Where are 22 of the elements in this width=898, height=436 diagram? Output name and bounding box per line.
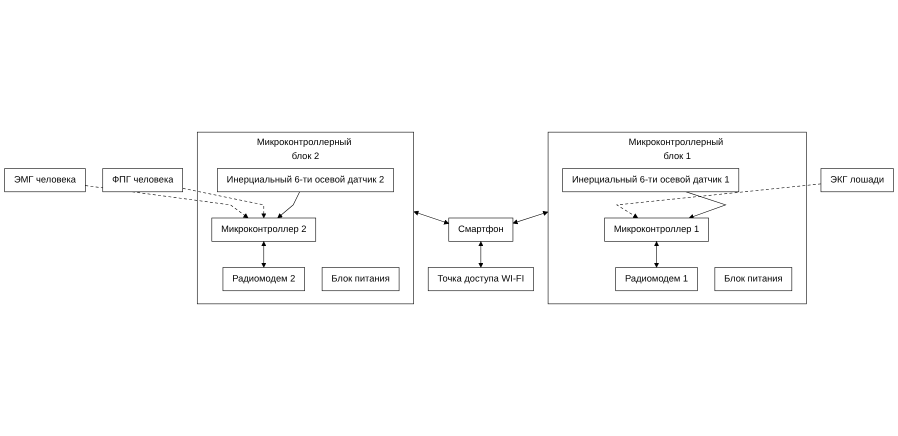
node-box: Смартфон: [448, 218, 514, 242]
arrow: [654, 241, 660, 268]
node-box: Микроконтроллер 1: [604, 218, 709, 242]
arrow: [686, 192, 727, 219]
arrow: [478, 241, 484, 268]
node-box: ФПГ человека: [102, 168, 183, 192]
node-box: Радиомодем 2: [222, 267, 305, 292]
arrow: [616, 184, 822, 218]
arrow: [261, 241, 266, 268]
arrow: [414, 210, 449, 224]
arrow: [512, 210, 548, 224]
arrow: [277, 192, 300, 218]
node-box: Блок питания: [322, 267, 400, 292]
node-box: Точка доступа WI-FI: [428, 267, 534, 292]
node-box: Радиомодем 1: [615, 267, 698, 292]
node-box: Инерциальный 6-ти осевой датчик 2: [217, 168, 394, 192]
node-box: Блок питания: [714, 267, 792, 292]
node-box: Микроконтроллер 2: [212, 218, 316, 242]
node-box: ЭКГ лошади: [820, 168, 894, 192]
node-box: ЭМГ человека: [4, 168, 86, 192]
node-box: Инерциальный 6-ти осевой датчик 1: [562, 168, 740, 192]
arrow: [182, 188, 266, 218]
